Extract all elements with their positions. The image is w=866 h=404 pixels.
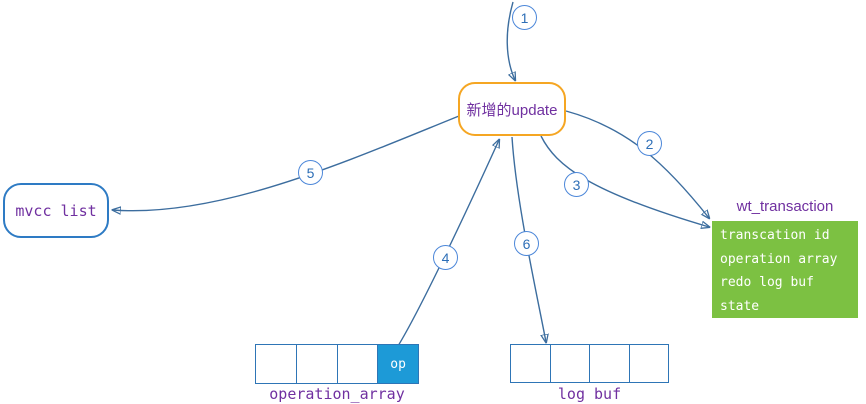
log-buf-cell-2 (589, 345, 629, 382)
wt-transaction-title: wt_transaction (736, 198, 834, 215)
connector-4 (397, 140, 499, 347)
operation-array-cell-1 (295, 345, 337, 383)
step-badge-4: 4 (433, 245, 458, 270)
operation-array: op (255, 344, 419, 384)
log-buf-cell-0 (511, 345, 550, 382)
connector-5 (113, 115, 460, 211)
wt-transaction-box: transcation id operation array redo log … (712, 221, 858, 318)
log-buf-label: log buf (557, 385, 622, 403)
log-buf-array (510, 344, 669, 383)
log-buf-cell-1 (549, 345, 590, 382)
wt-field-state: state (720, 298, 760, 314)
log-buf-cell-3 (628, 345, 669, 382)
update-node-label: 新增的update (466, 101, 558, 119)
mvcc-list-label: mvcc list (15, 201, 97, 220)
update-node: 新增的update (458, 82, 566, 136)
operation-array-cell-op: op (377, 345, 418, 383)
step-badge-6: 6 (514, 231, 539, 256)
step-badge-2: 2 (637, 131, 662, 156)
connector-1 (506, 1, 515, 80)
wt-field-transaction-id: transcation id (720, 228, 830, 243)
step-badge-5: 5 (298, 160, 323, 185)
operation-array-cell-2 (336, 345, 378, 383)
mvcc-list-node: mvcc list (3, 183, 109, 238)
connector-2 (565, 110, 709, 218)
operation-array-cell-0 (256, 345, 296, 383)
wt-field-operation-array: operation array (720, 251, 838, 267)
step-badge-3: 3 (564, 172, 589, 197)
operation-array-label: operation_array (269, 385, 405, 403)
wt-field-redo-log-buf: redo log buf (720, 275, 814, 290)
step-badge-1: 1 (512, 5, 537, 30)
